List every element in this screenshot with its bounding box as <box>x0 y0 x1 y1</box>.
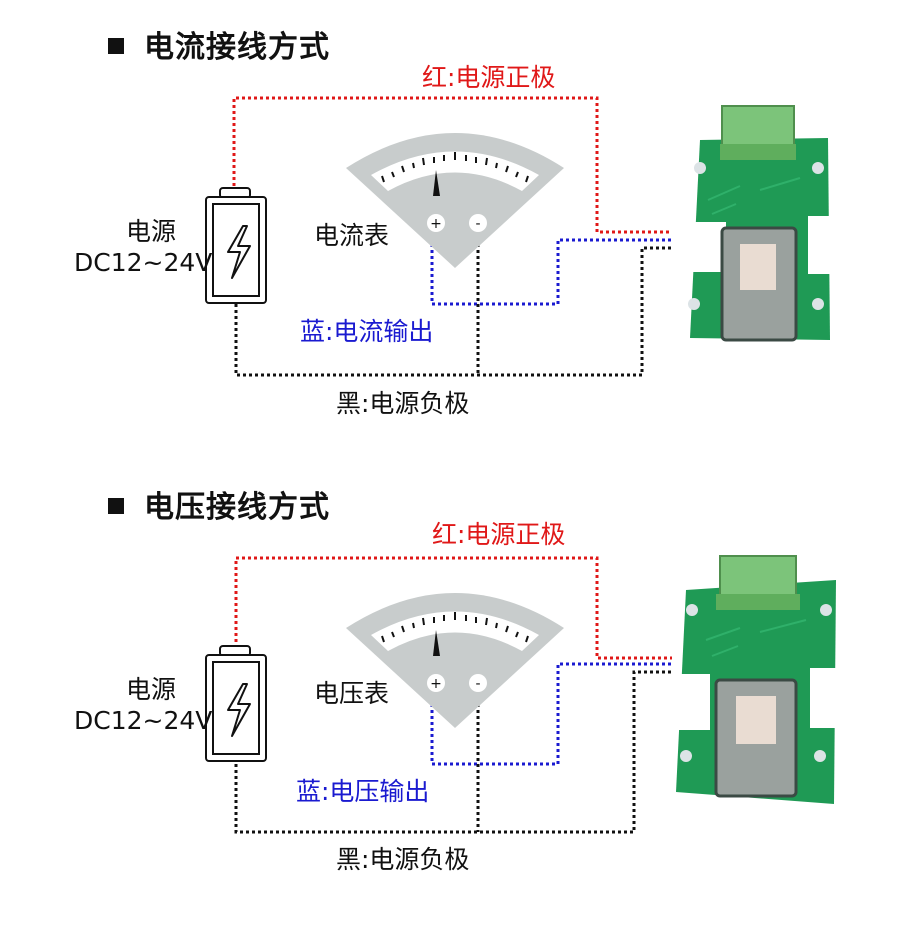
red-wire <box>234 556 672 660</box>
sensor-board-icon <box>688 105 834 342</box>
blue-wire-label: 蓝:电压输出 <box>296 777 430 806</box>
power-label-line1: 电源 <box>125 217 176 246</box>
analog-meter-icon: + - <box>346 593 564 728</box>
power-label-line2: DC12~24V <box>74 248 213 277</box>
battery-icon <box>205 645 267 762</box>
section-title: 电流接线方式 <box>108 22 330 66</box>
plus-terminal: + <box>430 216 442 232</box>
minus-terminal: - <box>475 676 480 692</box>
analog-meter-icon: + - <box>346 133 564 268</box>
lightning-icon <box>227 225 251 279</box>
voltage-wiring-section: 电压接线方式 <box>0 460 900 920</box>
sensor-board-icon <box>676 555 838 804</box>
wiring-diagram: + - <box>205 96 834 377</box>
black-wire <box>234 670 672 834</box>
section-title-text: 电压接线方式 <box>144 490 330 525</box>
meter-label: 电流表 <box>314 221 390 250</box>
red-wire-label: 红:电源正极 <box>432 520 566 549</box>
black-wire <box>234 246 672 377</box>
lightning-icon <box>227 683 251 737</box>
power-label-line1: 电源 <box>125 675 176 704</box>
minus-terminal: - <box>475 216 480 232</box>
blue-wire-label: 蓝:电流输出 <box>300 317 434 346</box>
power-label-line2: DC12~24V <box>74 706 213 735</box>
plus-terminal: + <box>430 676 442 692</box>
black-wire-label: 黑:电源负极 <box>336 389 470 418</box>
section-title-text: 电流接线方式 <box>144 30 330 65</box>
red-wire-label: 红:电源正极 <box>422 63 556 92</box>
current-wiring-section: 电流接线方式 <box>0 0 900 460</box>
square-bullet-icon <box>108 37 124 54</box>
blue-wire <box>430 662 672 766</box>
blue-wire <box>430 232 672 306</box>
wiring-diagram: + - <box>205 555 838 834</box>
meter-label: 电压表 <box>314 679 390 708</box>
red-wire <box>232 96 672 234</box>
section-title: 电压接线方式 <box>108 482 330 526</box>
black-wire-label: 黑:电源负极 <box>336 845 470 874</box>
battery-icon <box>205 187 267 304</box>
square-bullet-icon <box>108 497 124 514</box>
